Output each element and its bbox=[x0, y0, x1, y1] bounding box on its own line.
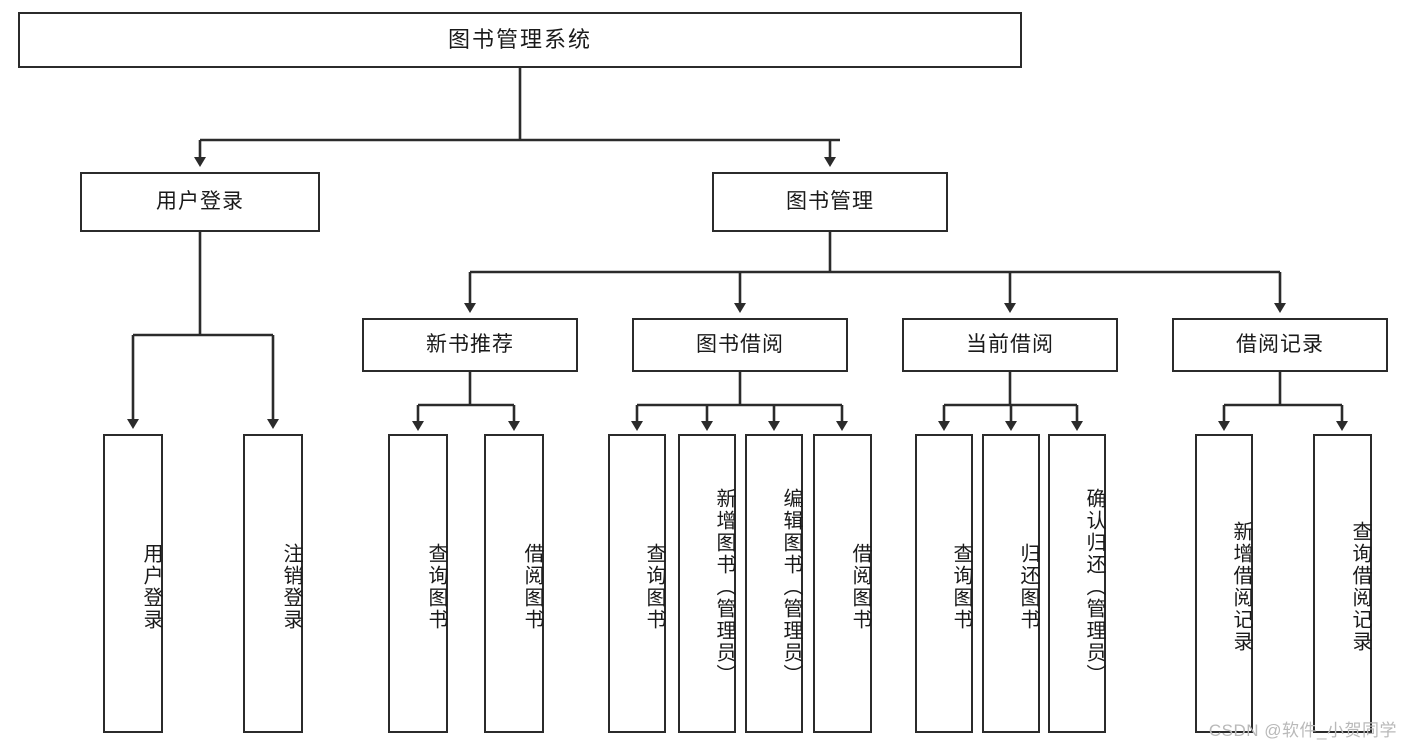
node-borrow-record-label: 借阅记录 bbox=[1236, 333, 1324, 357]
node-book-borrow[interactable]: 图书借阅 bbox=[632, 318, 848, 372]
leaf-borrow-book-label: 借阅图书 bbox=[849, 542, 871, 631]
leaf-add-book-admin[interactable]: 新增图书（管理员） bbox=[678, 434, 736, 733]
leaf-confirm-return-admin[interactable]: 确认归还（管理员） bbox=[1048, 434, 1106, 733]
watermark: CSDN @软件_小贺同学 bbox=[1208, 721, 1397, 740]
node-current-borrow-label: 当前借阅 bbox=[966, 333, 1054, 357]
node-book-management[interactable]: 图书管理 bbox=[712, 172, 948, 232]
leaf-borrow-book[interactable]: 借阅图书 bbox=[813, 434, 872, 733]
node-book-borrow-label: 图书借阅 bbox=[696, 333, 784, 357]
node-root-label: 图书管理系统 bbox=[447, 26, 592, 52]
leaf-return-book-label: 归还图书 bbox=[1017, 542, 1039, 631]
leaf-add-borrow-record[interactable]: 新增借阅记录 bbox=[1195, 434, 1253, 733]
node-root[interactable]: 图书管理系统 bbox=[18, 12, 1022, 68]
leaf-add-book-admin-label: 新增图书（管理员） bbox=[713, 487, 735, 686]
leaf-edit-book-admin[interactable]: 编辑图书（管理员） bbox=[745, 434, 803, 733]
leaf-query-book-current-label: 查询图书 bbox=[950, 542, 972, 631]
leaf-user-login[interactable]: 用户登录 bbox=[103, 434, 163, 733]
leaf-query-book-borrow[interactable]: 查询图书 bbox=[608, 434, 666, 733]
leaf-return-book[interactable]: 归还图书 bbox=[982, 434, 1040, 733]
leaf-query-book-newbook-label: 查询图书 bbox=[425, 542, 447, 631]
node-borrow-record[interactable]: 借阅记录 bbox=[1172, 318, 1388, 372]
leaf-borrow-book-newbook-label: 借阅图书 bbox=[521, 542, 543, 631]
leaf-query-book-current[interactable]: 查询图书 bbox=[915, 434, 973, 733]
leaf-query-book-newbook[interactable]: 查询图书 bbox=[388, 434, 448, 733]
node-book-management-label: 图书管理 bbox=[786, 190, 874, 214]
leaf-query-borrow-record[interactable]: 查询借阅记录 bbox=[1313, 434, 1372, 733]
leaf-edit-book-admin-label: 编辑图书（管理员） bbox=[780, 487, 802, 686]
leaf-logout-label: 注销登录 bbox=[280, 542, 302, 631]
node-current-borrow[interactable]: 当前借阅 bbox=[902, 318, 1118, 372]
leaf-add-borrow-record-label: 新增借阅记录 bbox=[1230, 520, 1252, 653]
leaf-user-login-label: 用户登录 bbox=[140, 542, 162, 631]
leaf-borrow-book-newbook[interactable]: 借阅图书 bbox=[484, 434, 544, 733]
node-new-book-recommend[interactable]: 新书推荐 bbox=[362, 318, 578, 372]
node-new-book-recommend-label: 新书推荐 bbox=[426, 333, 514, 357]
leaf-confirm-return-admin-label: 确认归还（管理员） bbox=[1083, 487, 1105, 686]
leaf-logout[interactable]: 注销登录 bbox=[243, 434, 303, 733]
node-user-login[interactable]: 用户登录 bbox=[80, 172, 320, 232]
leaf-query-borrow-record-label: 查询借阅记录 bbox=[1349, 520, 1371, 653]
leaf-query-book-borrow-label: 查询图书 bbox=[643, 542, 665, 631]
node-user-login-label: 用户登录 bbox=[156, 190, 244, 214]
